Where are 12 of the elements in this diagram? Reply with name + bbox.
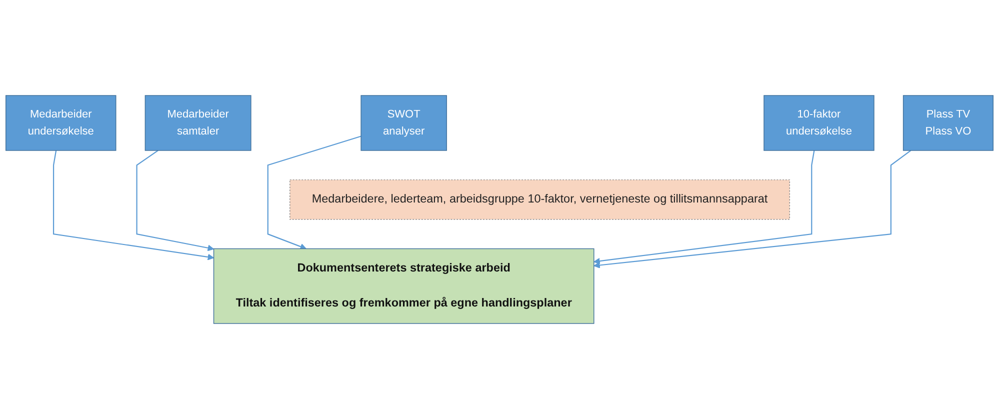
node-box: Medarbeider samtaler — [144, 95, 252, 151]
node-box: 10-faktor undersøkelse — [764, 95, 874, 151]
node-box: Plass TV Plass VO — [902, 95, 994, 151]
node-box: Medarbeider undersøkelse — [6, 95, 116, 151]
arrow — [136, 150, 214, 252]
node-box: Dokumentsenterets strategiske arbeid Tiltak identifiseres og fremkommer på egne handlingsplaner — [213, 248, 594, 324]
node-box: Medarbeidere, lederteam, arbeidsgruppe 10-faktor, vernetjeneste og tillitsmannsapparat — [290, 179, 790, 220]
arrow — [267, 136, 362, 250]
arrow — [52, 150, 214, 260]
arrow — [594, 150, 912, 268]
node-box: SWOT analyser — [360, 95, 447, 151]
arrow — [594, 150, 815, 264]
